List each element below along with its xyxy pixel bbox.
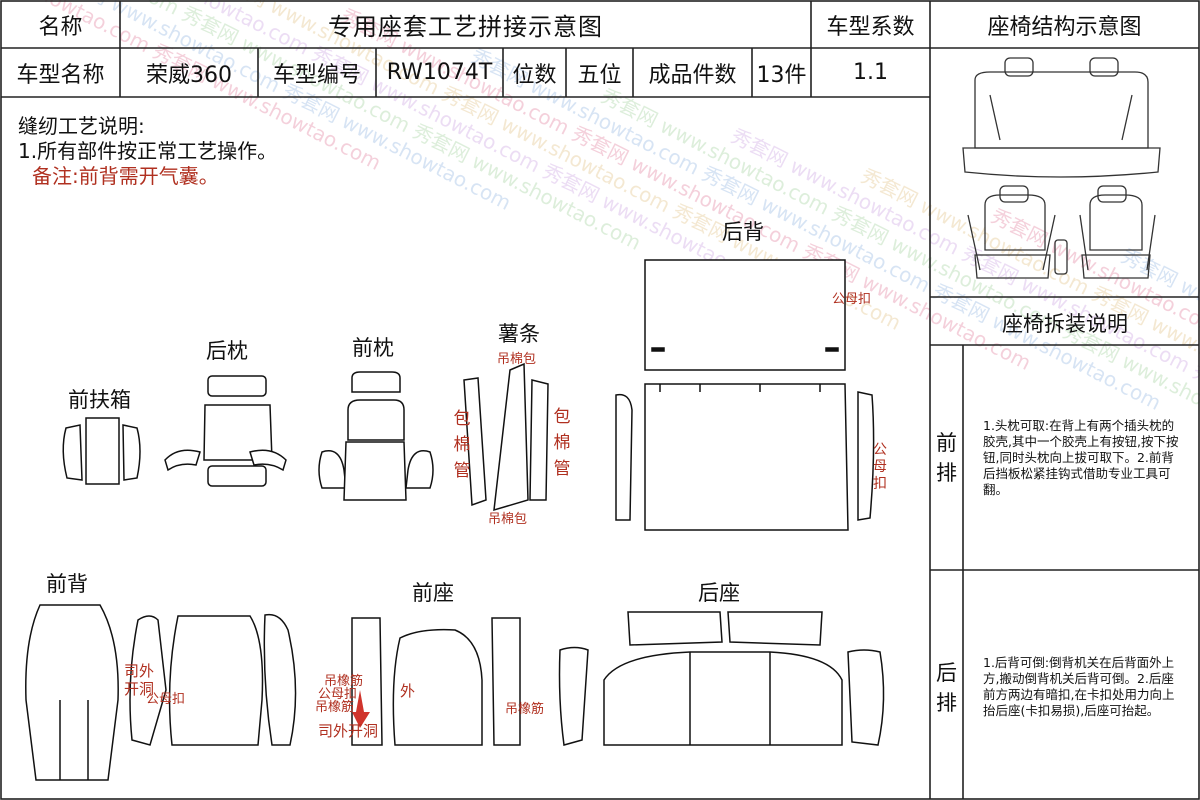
anno-wrap-cotton-left: 包棉管 [453, 409, 471, 481]
seat-structure-icon [962, 57, 1161, 279]
name-header-label: 名称 [38, 14, 83, 40]
coef-header-label: 车型系数 [826, 14, 915, 40]
strip-pieces [463, 362, 549, 512]
label-strip: 薯条 [498, 322, 540, 346]
pieces-label: 成品件数 [648, 62, 737, 88]
model-code-label: 车型编号 [272, 62, 361, 88]
coef-value: 1.1 [853, 60, 888, 85]
seats-label: 位数 [512, 62, 557, 88]
anno-driver-outer-hole-2: 司外开洞 [318, 722, 379, 740]
pieces-value: 13件 [756, 62, 807, 88]
anno-outer: 外 [400, 682, 416, 700]
front-row-label: 前排 [936, 431, 957, 485]
anno-snap-rear-back: 公母扣 [832, 292, 872, 307]
anno-hang-rubber-2: 吊橡筋 [315, 700, 355, 715]
rear-back-pieces [615, 259, 875, 531]
rear-row-label: 后排 [936, 661, 957, 715]
notes-title: 缝纫工艺说明: [18, 114, 145, 138]
front-pillow-pieces [318, 371, 434, 501]
anno-snap-front-seat: 公母扣 [318, 687, 358, 702]
model-code-value: RW1074T [386, 60, 493, 85]
page-title: 专用座套工艺拼接示意图 [328, 13, 603, 41]
label-rear-pillow: 后枕 [206, 339, 248, 363]
label-front-seat: 前座 [412, 581, 454, 605]
anno-hang-cotton-bottom: 吊棉包 [488, 512, 528, 527]
anno-driver-outer-hole-1: 司外开洞 [124, 662, 155, 698]
label-front-pillow: 前枕 [352, 336, 394, 360]
anno-wrap-cotton-right: 包棉管 [553, 407, 571, 479]
rear-seat-pieces [558, 611, 885, 746]
rear-pillow-pieces [164, 375, 287, 487]
anno-hang-rubber-1: 吊橡筋 [324, 674, 364, 689]
manual-title: 座椅拆装说明 [1002, 312, 1128, 336]
model-name-label: 车型名称 [16, 62, 105, 88]
label-rear-seat: 后座 [698, 581, 740, 605]
structure-title: 座椅结构示意图 [987, 14, 1142, 40]
front-back-pieces [25, 604, 297, 781]
arrow-marker [352, 690, 370, 728]
rear-row-text: 1.后背可倒:倒背机关在后背面外上方,搬动倒背机关后背可倒。2.后座前方两边有暗… [983, 655, 1175, 718]
notes-line-1: 1.所有部件按正常工艺操作。 [18, 139, 278, 163]
sewing-notes: 缝纫工艺说明: 1.所有部件按正常工艺操作。 备注:前背需开气囊。 [18, 114, 277, 189]
front-row-text: 1.头枕可取:在背上有两个插头枕的胶壳,其中一个胶壳上有按钮,按下按钮,同时头枕… [983, 418, 1179, 497]
notes-remark: 备注:前背需开气囊。 [32, 164, 219, 188]
anno-hang-rubber-3: 吊橡筋 [505, 702, 545, 717]
front-armrest-pieces [62, 417, 141, 485]
anno-hang-cotton-top: 吊棉包 [497, 352, 537, 367]
anno-snap-front-back: 公母扣 [146, 692, 186, 707]
anno-snap-rear-back-side: 公母扣 [873, 442, 887, 492]
label-front-back: 前背 [46, 572, 88, 596]
model-name-value: 荣威360 [146, 62, 232, 88]
seats-value: 五位 [577, 62, 622, 88]
label-rear-back: 后背 [722, 220, 764, 244]
label-front-armrest: 前扶箱 [68, 388, 131, 412]
